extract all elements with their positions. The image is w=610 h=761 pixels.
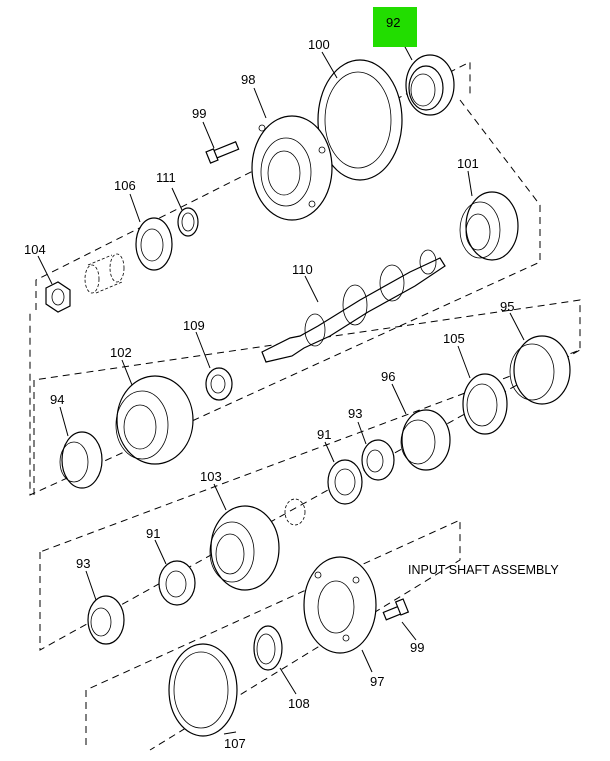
part-91-bearing-mid[interactable]: [327, 459, 363, 505]
part-92-bearing-cup[interactable]: [405, 54, 455, 116]
part-108-washer[interactable]: [253, 625, 283, 671]
part-99-bolt-top[interactable]: [205, 141, 240, 164]
assembly-outline-top: [29, 61, 581, 553]
part-96-bearing-cup[interactable]: [400, 409, 451, 471]
label-98: 98: [241, 72, 255, 87]
label-101: 101: [457, 156, 479, 171]
label-97: 97: [370, 674, 384, 689]
label-92: 92: [386, 15, 400, 30]
part-104-nut[interactable]: [45, 281, 71, 313]
part-103-gear[interactable]: [209, 505, 280, 591]
label-109: 109: [183, 318, 205, 333]
label-99-top: 99: [192, 106, 206, 121]
highlight-box-92: [373, 7, 417, 47]
part-111-snap-ring[interactable]: [177, 207, 199, 237]
part-93-bearing-cone-lower[interactable]: [87, 595, 125, 645]
label-93-lower: 93: [76, 556, 90, 571]
label-102: 102: [110, 345, 132, 360]
spacer-sleeve: [84, 253, 125, 294]
part-95-bearing-cup[interactable]: [509, 335, 571, 405]
label-91-mid: 91: [317, 427, 331, 442]
label-103: 103: [200, 469, 222, 484]
label-95: 95: [500, 299, 514, 314]
label-110: 110: [292, 262, 313, 277]
label-93-mid: 93: [348, 406, 362, 421]
part-101-gear[interactable]: [459, 191, 519, 261]
label-91-lower: 91: [146, 526, 160, 541]
part-labels: 92 100 98 99 111 106 104 101 110 109 102…: [24, 15, 514, 751]
label-100: 100: [308, 37, 330, 52]
label-107: 107: [224, 736, 246, 751]
part-100-shim[interactable]: [317, 59, 403, 181]
part-110-input-shaft[interactable]: [261, 249, 446, 363]
label-108: 108: [288, 696, 310, 711]
part-106-washer[interactable]: [135, 217, 173, 271]
part-109-washer[interactable]: [205, 367, 233, 401]
diagram-title: INPUT SHAFT ASSEMBLY: [408, 563, 559, 577]
part-94-bearing[interactable]: [59, 431, 103, 489]
part-99-bolt-lower[interactable]: [382, 598, 410, 621]
label-94: 94: [50, 392, 64, 407]
part-107-shim[interactable]: [168, 643, 238, 737]
part-97-retainer[interactable]: [303, 556, 377, 654]
part-105-ring[interactable]: [462, 373, 508, 435]
part-91-bearing-lower[interactable]: [158, 560, 196, 606]
label-106: 106: [114, 178, 136, 193]
label-111: 111: [156, 170, 176, 185]
part-98-bearing-retainer[interactable]: [251, 115, 333, 221]
label-96: 96: [381, 369, 395, 384]
label-99-lower: 99: [410, 640, 424, 655]
label-105: 105: [443, 331, 465, 346]
part-93-bearing-cone-mid[interactable]: [361, 439, 395, 481]
small-snap-ring: [284, 498, 306, 526]
assembly-outline-middle: [39, 349, 581, 651]
label-104: 104: [24, 242, 46, 257]
part-102-gear[interactable]: [115, 375, 194, 465]
